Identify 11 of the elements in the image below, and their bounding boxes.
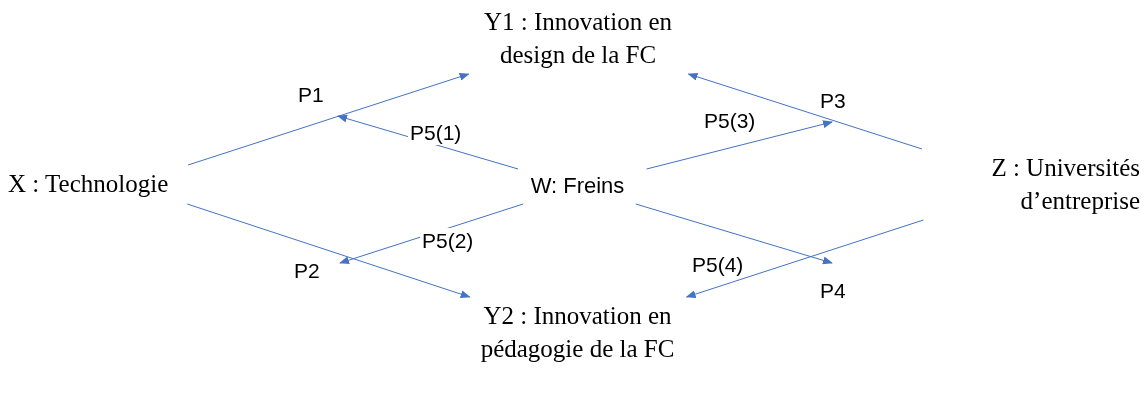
arrow [646,120,833,170]
arrow [187,72,470,166]
arrow [687,72,923,150]
arrow [186,203,471,298]
arrow [635,203,833,265]
node-label: X : Technologie [8,169,170,199]
arrow [685,219,924,298]
node-label: W: Freins [529,172,626,200]
node-label: Z : Universités d’entreprise [990,153,1140,216]
node-label: Y2 : Innovation en pédagogie de la FC [479,301,676,364]
node-label: Y1 : Innovation en design de la FC [482,7,674,70]
